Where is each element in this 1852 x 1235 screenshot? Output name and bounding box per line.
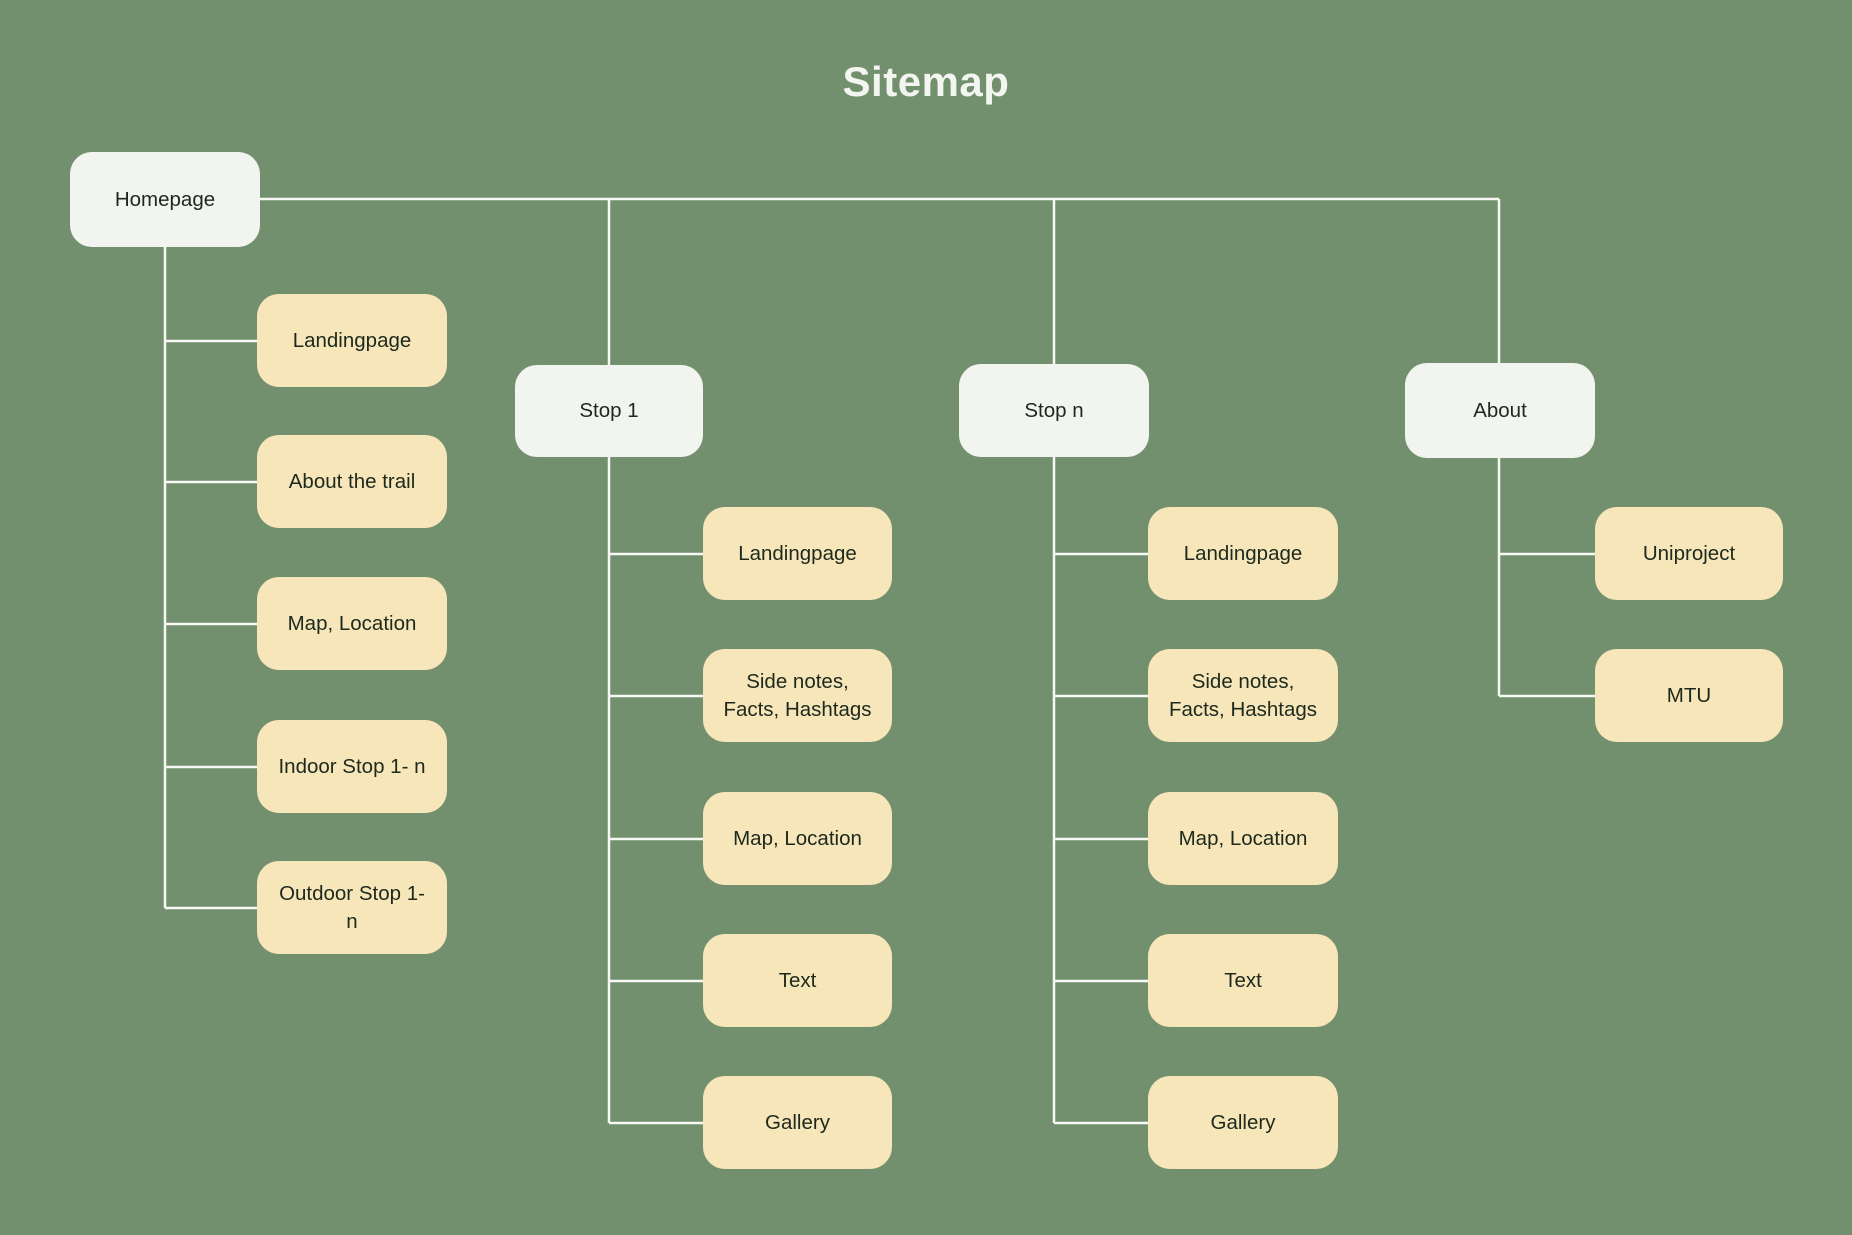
node-label: About [1473,398,1527,422]
node-label: MTU [1666,683,1712,707]
node-stopn-gallery: Gallery [1148,1076,1338,1169]
node-stopn-map-location: Map, Location [1148,792,1338,885]
node-uniproject: Uniproject [1595,507,1783,600]
node-label: Uniproject [1642,541,1736,565]
node-outdoor-stop: Outdoor Stop 1- n [257,861,447,954]
node-label: Text [1224,968,1262,992]
node-stopn-text: Text [1148,934,1338,1027]
node-label: Map, Location [287,611,417,635]
node-stop1-gallery: Gallery [703,1076,892,1169]
node-label: Stop 1 [579,399,639,423]
diagram-title: Sitemap [842,58,1010,105]
node-label: Side notes, Facts, Hashtags [723,669,872,721]
node-about: About [1405,363,1595,458]
node-stop1-side-notes: Side notes, Facts, Hashtags [703,649,892,742]
node-stop-1: Stop 1 [515,365,703,457]
node-label: Gallery [1210,1110,1276,1134]
node-label: Map, Location [733,826,862,850]
node-stop1-map-location: Map, Location [703,792,892,885]
node-stopn-landingpage: Landingpage [1148,507,1338,600]
node-homepage: Homepage [70,152,260,247]
node-label: Outdoor Stop 1- n [279,881,425,933]
node-stop1-text: Text [703,934,892,1027]
node-label: Landingpage [1183,541,1303,565]
node-about-the-trail: About the trail [257,435,447,528]
node-stopn-side-notes: Side notes, Facts, Hashtags [1148,649,1338,742]
node-label: Stop n [1024,398,1084,422]
node-stop-n: Stop n [959,364,1149,457]
node-label: Gallery [765,1110,830,1134]
node-label: Landingpage [738,541,857,565]
node-label: Map, Location [1178,826,1308,850]
node-home-map-location: Map, Location [257,577,447,670]
node-label: Landingpage [292,328,412,352]
node-label: Indoor Stop 1- n [278,754,426,778]
node-indoor-stop: Indoor Stop 1- n [257,720,447,813]
node-stop1-landingpage: Landingpage [703,507,892,600]
node-label: Side notes, Facts, Hashtags [1168,669,1318,721]
node-label: Text [778,968,817,992]
node-label: About the trail [288,469,416,493]
node-mtu: MTU [1595,649,1783,742]
node-homepage-label: Homepage [114,187,216,211]
node-home-landingpage: Landingpage [257,294,447,387]
